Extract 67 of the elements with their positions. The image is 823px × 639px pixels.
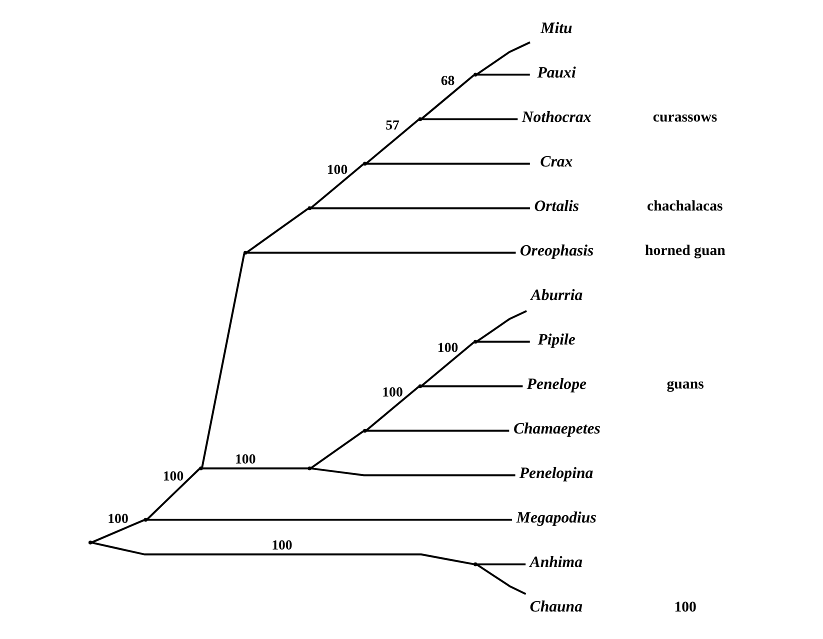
node-point	[418, 384, 422, 388]
connector	[310, 430, 364, 469]
edge-label: 100	[382, 384, 403, 400]
node-point	[88, 540, 92, 544]
connector	[247, 252, 516, 254]
node-point	[308, 206, 312, 210]
label: 100	[674, 599, 696, 616]
connector	[366, 430, 510, 432]
node-point	[308, 466, 312, 470]
edge-label: 100	[326, 162, 348, 177]
node-text: Mitu	[540, 20, 572, 37]
label: horned guan	[645, 243, 726, 260]
node-point	[418, 117, 422, 122]
node-text: Anhima	[530, 554, 583, 572]
connector	[146, 468, 200, 520]
node-point	[243, 250, 248, 255]
label: curassows	[652, 110, 718, 126]
node-text: Chauna	[530, 598, 583, 616]
connector	[476, 310, 527, 342]
connector	[246, 208, 309, 254]
edge-label: 100	[162, 468, 184, 484]
connector	[476, 563, 526, 566]
connector	[92, 519, 145, 544]
label: guans	[666, 376, 704, 393]
node-text: Crax	[540, 153, 573, 170]
label: chachalacas	[647, 198, 723, 215]
node-text: Chamaepetes	[513, 420, 600, 438]
node-text: Megapodius	[516, 510, 596, 527]
connector	[147, 518, 512, 521]
connector	[476, 74, 530, 76]
node-point	[474, 340, 478, 344]
edge-label: 57	[386, 117, 400, 132]
node-point	[362, 428, 367, 433]
node-text: Ortalis	[534, 198, 580, 215]
connector	[421, 341, 475, 387]
node-text: Oreophasis	[520, 242, 594, 260]
connector	[311, 467, 516, 476]
connector	[92, 542, 474, 566]
connector	[311, 207, 530, 210]
connector	[476, 564, 526, 595]
edge-label: 100	[234, 452, 256, 467]
node-point	[144, 518, 148, 522]
node-text: Aburria	[530, 287, 583, 304]
node-text: Nothocrax	[522, 108, 592, 126]
edge-label: 100	[108, 510, 128, 526]
node-point	[474, 562, 478, 566]
edge-label: 68	[440, 72, 455, 88]
connector	[202, 467, 308, 470]
edge-label: 100	[437, 340, 458, 355]
connector	[422, 385, 523, 388]
node-text: Pipile	[538, 332, 576, 349]
node-text: Penelope	[526, 376, 587, 394]
node-point	[199, 466, 203, 470]
connector	[366, 386, 420, 432]
node-text: Pauxi	[537, 64, 576, 82]
connector	[421, 74, 475, 120]
edge-label: 100	[272, 538, 292, 553]
connector	[422, 118, 518, 120]
node-point	[362, 162, 367, 166]
connector	[476, 340, 530, 343]
connector	[310, 163, 364, 208]
connector	[201, 253, 246, 468]
connector	[366, 118, 420, 164]
node-point	[474, 72, 478, 77]
connector	[476, 41, 530, 75]
connector	[366, 162, 530, 165]
node-text: Penelopina	[519, 465, 594, 482]
